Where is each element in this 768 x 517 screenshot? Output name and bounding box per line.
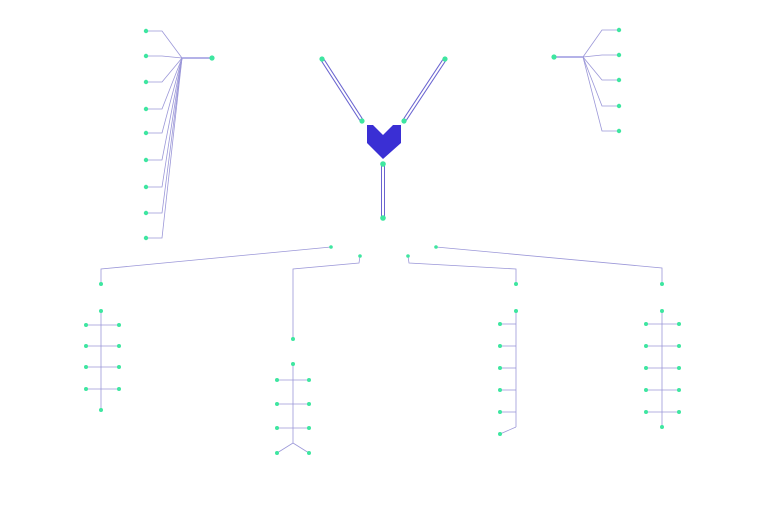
- node-fan-left-leaf: [143, 79, 149, 85]
- node-ladder-3-left: [644, 388, 648, 392]
- fan-right-link: [582, 56, 619, 132]
- node-branch-2-start: [358, 254, 362, 258]
- branch-link-4: [435, 246, 663, 284]
- node-fan-left-leaf: [143, 184, 149, 190]
- node-ladder-2-left: [275, 402, 279, 406]
- fan-left-link: [146, 57, 183, 110]
- hub-link-right: [404, 59, 447, 123]
- comb-tail: [499, 426, 517, 435]
- node-ladder-2-right: [307, 426, 311, 430]
- node-ladder-1-left: [84, 344, 88, 348]
- node-comb-leaf: [498, 322, 502, 326]
- hub-logo: [367, 125, 401, 159]
- ladder-2-fork: [276, 442, 294, 454]
- node-branch-4-end: [660, 282, 664, 286]
- node-hub-root: [380, 215, 386, 221]
- node-comb-leaf: [498, 410, 502, 414]
- fan-left-link: [146, 57, 183, 161]
- node-ladder-3-left: [644, 410, 648, 414]
- fan-right-link: [582, 29, 619, 58]
- fan-right-link: [582, 54, 619, 58]
- node-fan-left-leaf: [143, 53, 149, 59]
- node-fan-right-center: [551, 54, 557, 60]
- node-ladder-3-right: [677, 344, 681, 348]
- fan-left-link: [146, 57, 183, 214]
- fan-left-link: [146, 57, 183, 83]
- node-ladder-3-left: [644, 344, 648, 348]
- node-fan-left-leaf: [143, 130, 149, 136]
- node-hub-right: [401, 118, 407, 124]
- node-ladder-1-left: [84, 387, 88, 391]
- node-fan-right-leaf: [616, 77, 622, 83]
- heart-chevron-icon: [367, 125, 401, 159]
- fan-left-link: [146, 30, 183, 59]
- ladder-2-fork: [292, 442, 310, 454]
- node-branch-2-end: [291, 337, 295, 341]
- node-fan-right-leaf: [616, 128, 622, 134]
- hub-link-left: [320, 59, 362, 123]
- node-branch-1-start: [329, 245, 333, 249]
- fan-left-link: [146, 57, 183, 188]
- node-ladder-1-top: [99, 309, 103, 313]
- node-ladder-3-right: [677, 388, 681, 392]
- links-layer: [86, 29, 679, 454]
- node-branch-4-start: [434, 245, 438, 249]
- node-comb-leaf: [498, 344, 502, 348]
- node-ladder-2-right: [307, 378, 311, 382]
- node-hub-left-top: [319, 56, 325, 62]
- node-hub-right-top: [442, 56, 448, 62]
- nodes-layer: [84, 27, 681, 455]
- node-ladder-1-bottom: [99, 408, 103, 412]
- node-comb-leaf: [498, 366, 502, 370]
- node-ladder-1-right: [117, 387, 121, 391]
- node-hub-bottom: [380, 161, 386, 167]
- hub-link-right: [402, 57, 445, 121]
- node-ladder-2-fork-right: [307, 451, 311, 455]
- node-comb-tail: [498, 432, 502, 436]
- node-ladder-1-right: [117, 323, 121, 327]
- fan-left-link: [146, 57, 183, 134]
- hub-link-left: [322, 57, 364, 121]
- node-ladder-3-bottom: [660, 425, 664, 429]
- node-ladder-2-fork-left: [275, 451, 279, 455]
- branch-link-3: [407, 255, 517, 284]
- node-comb-leaf: [498, 388, 502, 392]
- node-fan-left-center: [209, 55, 215, 61]
- node-fan-right-leaf: [616, 103, 622, 109]
- node-branch-3-start: [406, 254, 410, 258]
- fan-left-link: [146, 57, 183, 239]
- node-fan-right-leaf: [616, 27, 622, 33]
- node-fan-left-leaf: [143, 210, 149, 216]
- node-ladder-3-left: [644, 366, 648, 370]
- node-ladder-1-right: [117, 365, 121, 369]
- node-fan-right-leaf: [616, 52, 622, 58]
- node-ladder-1-left: [84, 365, 88, 369]
- node-ladder-2-left: [275, 378, 279, 382]
- node-comb-top: [514, 309, 518, 313]
- node-ladder-3-right: [677, 322, 681, 326]
- node-ladder-1-left: [84, 323, 88, 327]
- branch-link-1: [100, 246, 332, 284]
- fan-left-link: [146, 55, 183, 59]
- node-fan-left-leaf: [143, 157, 149, 163]
- node-branch-3-end: [514, 282, 518, 286]
- node-ladder-2-top: [291, 362, 295, 366]
- node-ladder-3-left: [644, 322, 648, 326]
- node-fan-left-leaf: [143, 235, 149, 241]
- node-fan-left-leaf: [143, 28, 149, 34]
- node-ladder-1-right: [117, 344, 121, 348]
- node-ladder-3-top: [660, 309, 664, 313]
- node-ladder-3-right: [677, 410, 681, 414]
- branch-link-2: [292, 255, 361, 339]
- node-ladder-2-right: [307, 402, 311, 406]
- node-hub-left: [359, 118, 365, 124]
- node-fan-left-leaf: [143, 106, 149, 112]
- node-ladder-3-right: [677, 366, 681, 370]
- node-branch-1-end: [99, 282, 103, 286]
- fan-right-link: [582, 56, 619, 81]
- fan-right-link: [582, 56, 619, 107]
- node-ladder-2-left: [275, 426, 279, 430]
